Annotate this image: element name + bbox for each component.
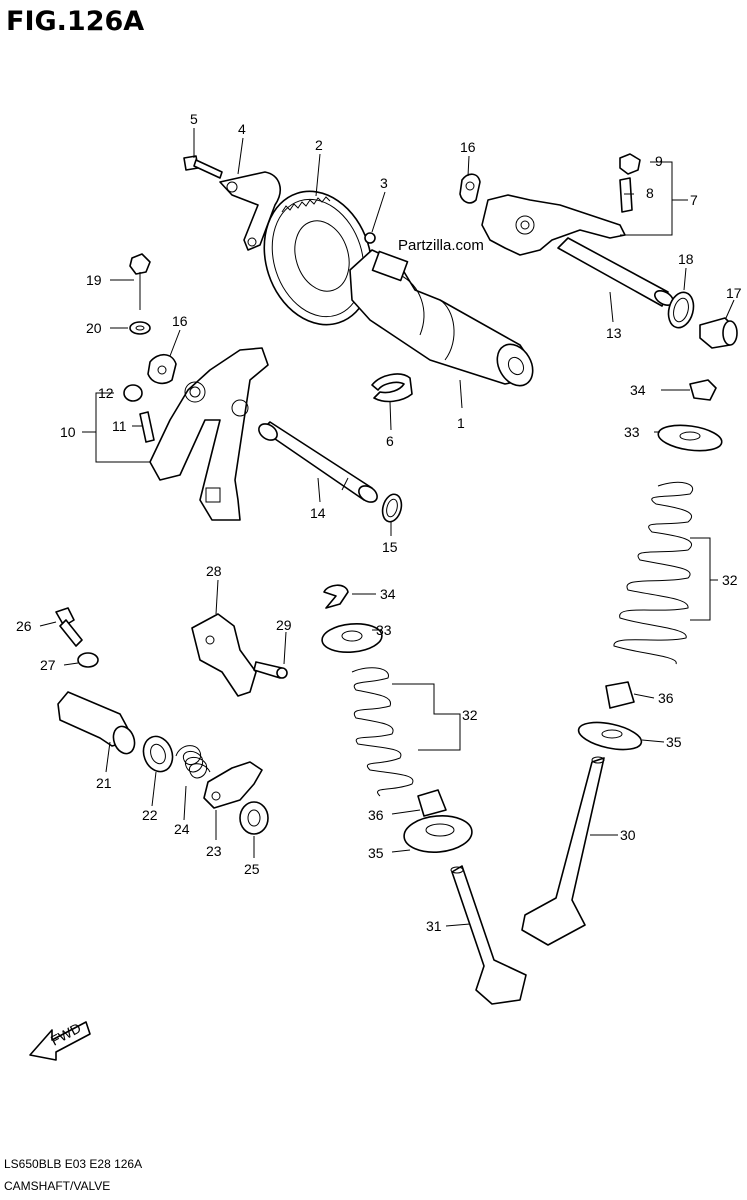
callout-15: 15 bbox=[382, 539, 398, 555]
callout-14: 14 bbox=[310, 505, 326, 521]
callout-1: 1 bbox=[457, 415, 465, 431]
callout-22: 22 bbox=[142, 807, 158, 823]
cotter-34-right bbox=[689, 379, 717, 401]
callout-13: 13 bbox=[606, 325, 622, 341]
rocker-arm-upper bbox=[481, 194, 626, 256]
callout-19: 19 bbox=[86, 272, 102, 288]
decompression-bracket bbox=[219, 171, 281, 251]
callout-11: 11 bbox=[112, 418, 127, 434]
adjuster-screw-11 bbox=[139, 411, 155, 443]
plate-23 bbox=[203, 761, 263, 809]
figure-caption: CAMSHAFT/VALVE bbox=[4, 1179, 110, 1193]
dowel-pin bbox=[364, 232, 376, 244]
o-ring-18 bbox=[667, 291, 695, 329]
exhaust-valve-30 bbox=[521, 756, 605, 946]
watermark: Partzilla.com bbox=[398, 237, 484, 254]
callout-33-right: 33 bbox=[624, 424, 640, 440]
spring-seat-35-centre bbox=[403, 815, 473, 853]
camshaft bbox=[349, 249, 534, 387]
callout-5: 5 bbox=[190, 111, 198, 127]
callout-3: 3 bbox=[380, 175, 388, 191]
leader-lines bbox=[39, 128, 735, 927]
valve-seal-36-right bbox=[605, 681, 635, 709]
spring-32-centre bbox=[351, 667, 414, 797]
callout-32-right: 32 bbox=[722, 572, 738, 588]
valve-seal-36-centre bbox=[417, 789, 447, 817]
bolt-19 bbox=[129, 253, 151, 310]
plug-17 bbox=[699, 317, 738, 349]
callout-2: 2 bbox=[315, 137, 323, 153]
retainer-33-right bbox=[657, 424, 723, 452]
retainer-16-lower bbox=[147, 353, 177, 385]
callout-20: 20 bbox=[86, 320, 102, 336]
snap-ring-6 bbox=[371, 373, 413, 403]
callout-4: 4 bbox=[238, 121, 246, 137]
callout-8: 8 bbox=[646, 185, 654, 201]
callout-35-centre: 35 bbox=[368, 845, 384, 861]
tensioner-21 bbox=[57, 691, 136, 755]
bracket-28 bbox=[191, 613, 257, 697]
callout-36-centre: 36 bbox=[368, 807, 384, 823]
callout-7: 7 bbox=[690, 192, 698, 208]
callout-28: 28 bbox=[206, 563, 222, 579]
retainer-16-upper bbox=[459, 173, 481, 204]
callout-35-right: 35 bbox=[666, 734, 682, 750]
callout-18: 18 bbox=[678, 251, 694, 267]
callout-34-right: 34 bbox=[630, 382, 646, 398]
callout-24: 24 bbox=[174, 821, 190, 837]
callout-30: 30 bbox=[620, 827, 636, 843]
fwd-arrow-icon: FWD bbox=[29, 1020, 91, 1061]
callout-34-centre: 34 bbox=[380, 586, 396, 602]
intake-valve-31 bbox=[450, 865, 527, 1005]
figure-title: FIG.126A bbox=[6, 6, 144, 37]
cap-25 bbox=[239, 801, 269, 835]
rocker-shaft-14 bbox=[258, 421, 378, 503]
callout-36-right: 36 bbox=[658, 690, 674, 706]
adjuster-screw-8 bbox=[619, 177, 633, 213]
spring-32-right bbox=[613, 481, 693, 665]
callout-32-centre: 32 bbox=[462, 707, 478, 723]
callout-16-lower: 16 bbox=[172, 313, 188, 329]
retainer-33-centre bbox=[321, 623, 383, 653]
callout-16-upper: 16 bbox=[460, 139, 476, 155]
washer-27 bbox=[77, 652, 99, 668]
callout-27: 27 bbox=[40, 657, 56, 673]
screw-29 bbox=[253, 661, 288, 679]
callout-labels: 5 4 2 3 1 6 16 9 8 7 13 18 17 19 20 16 1… bbox=[16, 111, 742, 934]
bolt-26 bbox=[55, 607, 83, 647]
callout-9: 9 bbox=[655, 153, 663, 169]
callout-25: 25 bbox=[244, 861, 260, 877]
gasket-22 bbox=[142, 735, 174, 773]
callout-12: 12 bbox=[98, 385, 114, 401]
callout-10: 10 bbox=[60, 424, 76, 440]
bolt-5 bbox=[183, 155, 223, 179]
lock-nut-12 bbox=[123, 384, 143, 402]
callout-33-centre: 33 bbox=[376, 622, 392, 638]
model-code: LS650BLB E03 E28 126A bbox=[4, 1157, 142, 1171]
spring-seat-35-right bbox=[577, 721, 643, 751]
o-ring-15 bbox=[381, 493, 403, 523]
washer-20 bbox=[129, 321, 151, 335]
callout-23: 23 bbox=[206, 843, 222, 859]
callout-31: 31 bbox=[426, 918, 442, 934]
callout-26: 26 bbox=[16, 618, 32, 634]
rocker-arm-lower bbox=[149, 347, 269, 521]
spring-24 bbox=[175, 745, 211, 779]
callout-21: 21 bbox=[96, 775, 112, 791]
callout-17: 17 bbox=[726, 285, 742, 301]
callout-29: 29 bbox=[276, 617, 292, 633]
callout-6: 6 bbox=[386, 433, 394, 449]
lock-nut-9 bbox=[619, 153, 641, 175]
rocker-shaft-13 bbox=[557, 237, 674, 307]
cotter-34-centre bbox=[323, 584, 349, 609]
